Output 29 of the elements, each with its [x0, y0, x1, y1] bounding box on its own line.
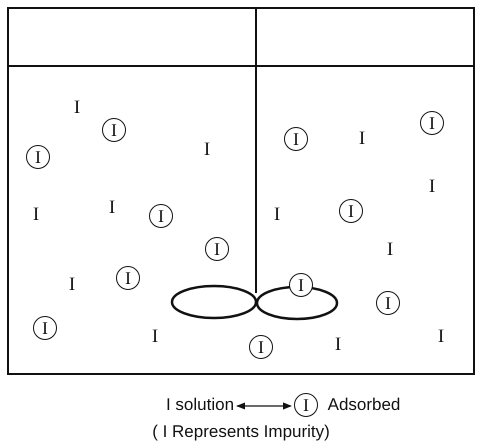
impurity-symbol: I: [204, 140, 210, 160]
adsorbed-impurity-circle: I: [149, 204, 173, 228]
adsorbed-impurity-circle: I: [339, 199, 363, 223]
impurity-symbol: I: [386, 240, 394, 260]
adsorbed-impurity-circle: I: [284, 127, 308, 151]
impurity-symbol: I: [68, 275, 76, 295]
adsorbed-impurity-circle: I: [249, 335, 273, 359]
impurity-symbol: I: [274, 205, 280, 225]
impurity-symbol: I: [358, 129, 366, 149]
impurity-symbol: I: [438, 327, 444, 347]
adsorbed-impurity-circle: I: [33, 316, 57, 340]
adsorbed-impurity-circle: I: [116, 266, 140, 290]
impurity-symbol: I: [334, 335, 342, 355]
caption: ( I Represents Impurity): [152, 422, 330, 442]
impurity-symbol: I: [74, 98, 80, 118]
adsorbed-impurity-circle: I: [205, 237, 229, 261]
adsorbed-impurity-circle: I: [420, 111, 444, 135]
adsorbed-impurity-circle: I: [376, 291, 400, 315]
impurity-symbol: I: [32, 205, 40, 225]
state-label: Adsorbed: [328, 395, 400, 415]
adsorbed-impurity-circle: I: [102, 118, 126, 142]
adsorbed-impurity-circle: I: [294, 393, 318, 417]
impurity-symbol: I: [152, 327, 158, 347]
adsorbed-impurity-circle: I: [289, 273, 313, 297]
impurity-symbol: I: [108, 198, 116, 218]
equilibrium-arrow: [236, 402, 292, 410]
equation-term: I solution: [166, 395, 234, 415]
impurity-symbol: I: [428, 177, 436, 197]
adsorbed-impurity-circle: I: [26, 145, 50, 169]
